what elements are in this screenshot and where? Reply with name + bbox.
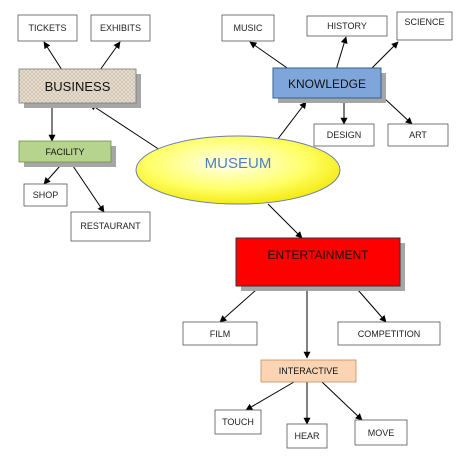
node-art: ART: [387, 123, 449, 147]
node-exhibits: EXHIBITS: [90, 14, 151, 42]
node-shop-label: SHOP: [33, 190, 59, 200]
node-history-label: HISTORY: [327, 21, 367, 31]
node-tickets-label: TICKETS: [28, 23, 66, 33]
connectors: [43, 36, 413, 425]
connector-entertainment-film: [219, 289, 257, 323]
node-tickets: TICKETS: [17, 14, 78, 42]
node-science-label: SCIENCE: [404, 17, 444, 27]
node-music-label: MUSIC: [234, 23, 264, 33]
connector-entertainment-competition: [357, 289, 387, 323]
node-film: FILM: [182, 321, 258, 346]
node-art-label: ART: [409, 130, 427, 140]
node-music: MUSIC: [221, 14, 275, 42]
node-competition: COMPETITION: [337, 321, 441, 346]
node-restaurant: RESTAURANT: [70, 211, 151, 242]
node-design: DESIGN: [313, 123, 375, 147]
connector-knowledge-history: [335, 36, 348, 71]
connector-knowledge-science: [369, 41, 399, 71]
category-knowledge-label: KNOWLEDGE: [288, 77, 366, 91]
category-business: BUSINESS: [18, 68, 141, 108]
connector-center-business: [89, 103, 161, 151]
category-business-label: BUSINESS: [45, 79, 111, 94]
leaf-nodes: TICKETS EXHIBITS MUSIC HISTORY SCIENCE D…: [17, 11, 453, 449]
node-history: HISTORY: [306, 15, 388, 37]
node-move: MOVE: [354, 419, 408, 446]
connector-interactive-move: [321, 381, 363, 421]
category-interactive-label: INTERACTIVE: [279, 366, 339, 376]
category-facility: FACILITY: [18, 140, 116, 167]
connector-center-knowledge: [273, 101, 307, 145]
category-entertainment-label: ENTERTAINMENT: [268, 248, 370, 262]
node-science: SCIENCE: [396, 11, 453, 41]
connector-facility-restaurant: [72, 165, 105, 213]
node-touch: TOUCH: [214, 409, 262, 435]
connector-knowledge-art: [383, 97, 413, 125]
node-competition-label: COMPETITION: [358, 329, 421, 339]
connector-business-tickets: [43, 41, 63, 71]
node-exhibits-label: EXHIBITS: [100, 23, 141, 33]
node-hear: HEAR: [286, 423, 328, 449]
node-restaurant-label: RESTAURANT: [80, 221, 141, 231]
node-shop: SHOP: [23, 183, 68, 207]
center-label: MUSEUM: [205, 155, 272, 172]
category-knowledge: KNOWLEDGE: [272, 67, 386, 103]
connector-interactive-touch: [245, 381, 295, 411]
connector-knowledge-music: [249, 41, 291, 71]
connector-business-exhibits: [99, 41, 121, 71]
category-entertainment: ENTERTAINMENT: [235, 237, 405, 291]
node-touch-label: TOUCH: [222, 417, 254, 427]
category-facility-label: FACILITY: [45, 147, 84, 157]
center-node: MUSEUM: [135, 135, 341, 205]
node-film-label: FILM: [210, 329, 231, 339]
node-design-label: DESIGN: [327, 130, 362, 140]
connector-center-entertainment: [267, 203, 303, 239]
category-interactive: INTERACTIVE: [260, 359, 357, 383]
node-move-label: MOVE: [368, 428, 395, 438]
node-hear-label: HEAR: [294, 431, 320, 441]
connector-facility-shop: [43, 165, 61, 185]
